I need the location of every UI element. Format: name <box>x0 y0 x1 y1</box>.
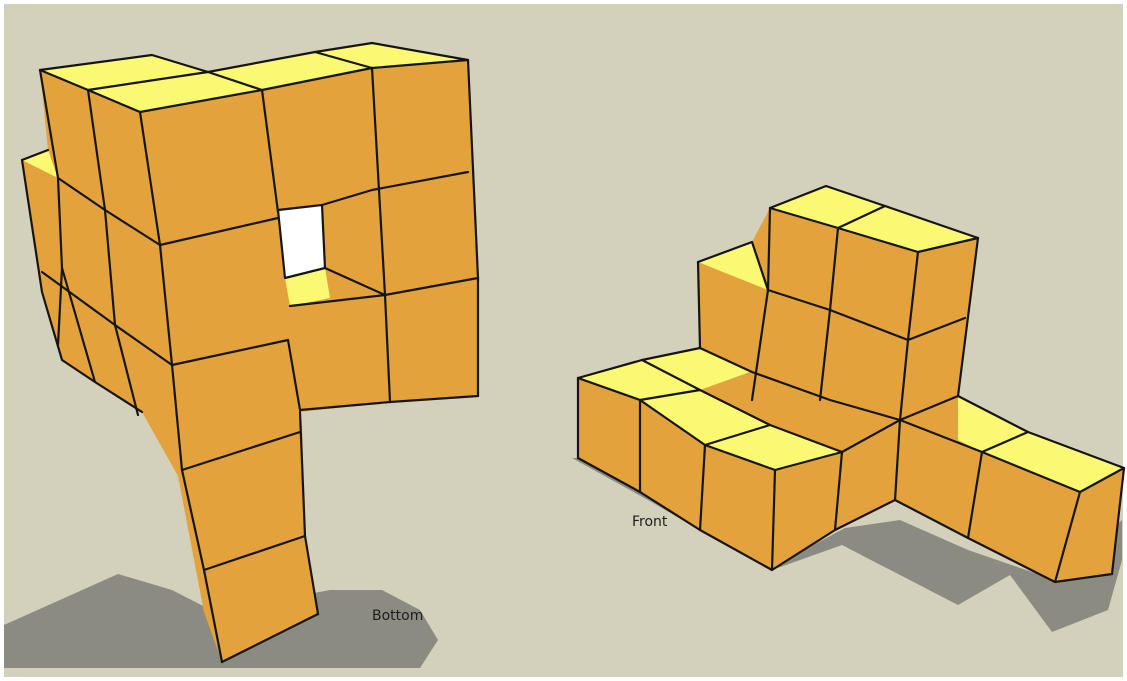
bottom-label: Bottom <box>372 608 423 624</box>
left-model-hole <box>278 205 325 278</box>
front-label: Front <box>632 514 668 530</box>
